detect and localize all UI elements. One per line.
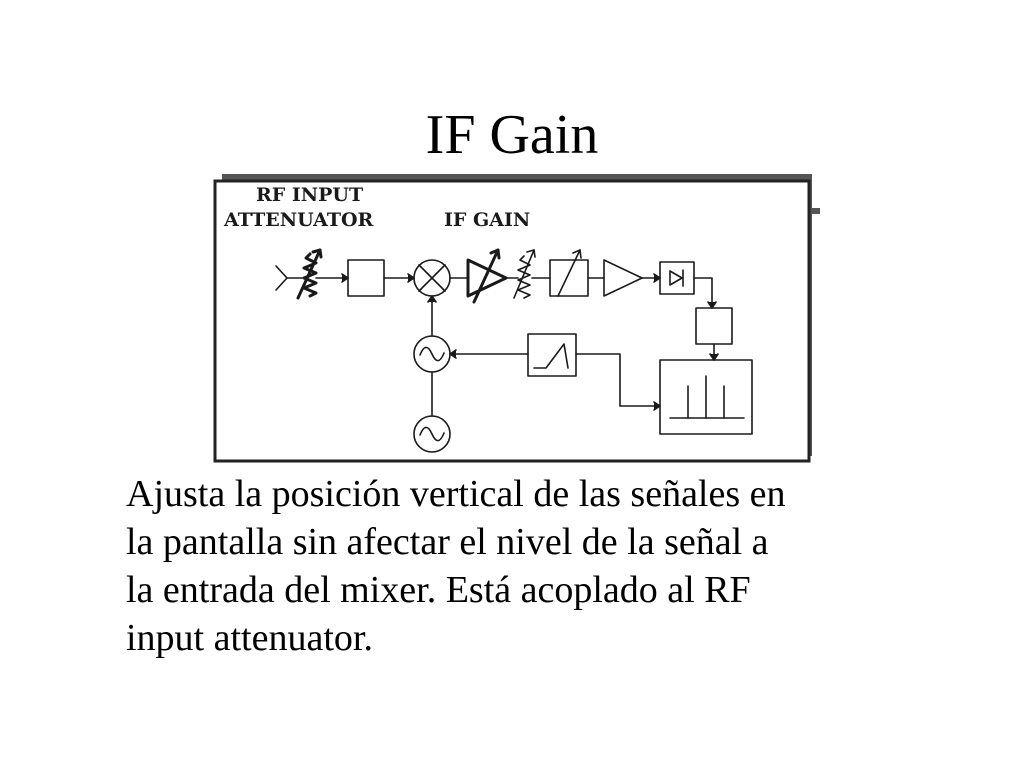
if-gain-label: IF GAIN	[444, 209, 530, 231]
diagram-frame	[213, 174, 820, 463]
slide-body-text: Ajusta la posición vertical de las señal…	[126, 470, 926, 662]
log-amplifier-icon	[603, 259, 643, 297]
input-connector-icon	[275, 265, 303, 291]
variable-attenuator-icon	[513, 249, 536, 299]
rf-attenuator-icon	[296, 248, 323, 300]
body-line: la pantalla sin afectar el nivel de la s…	[126, 521, 769, 563]
display-screen-icon	[659, 359, 753, 435]
slide-title: IF Gain	[425, 104, 599, 166]
attenuator-label: ATTENUATOR	[223, 209, 374, 231]
body-line: input attenuator.	[126, 617, 373, 659]
detector-diode-icon	[659, 261, 695, 295]
body-line: Ajusta la posición vertical de las señal…	[126, 473, 786, 515]
if-gain-amplifier-icon	[466, 248, 508, 304]
rf-input-label: RF INPUT	[256, 184, 363, 206]
sweep-generator-icon	[527, 333, 577, 377]
block-diagram: RF INPUT ATTENUATOR IF GAIN	[212, 174, 824, 466]
body-line: la entrada del mixer. Está acoplado al R…	[126, 569, 751, 611]
